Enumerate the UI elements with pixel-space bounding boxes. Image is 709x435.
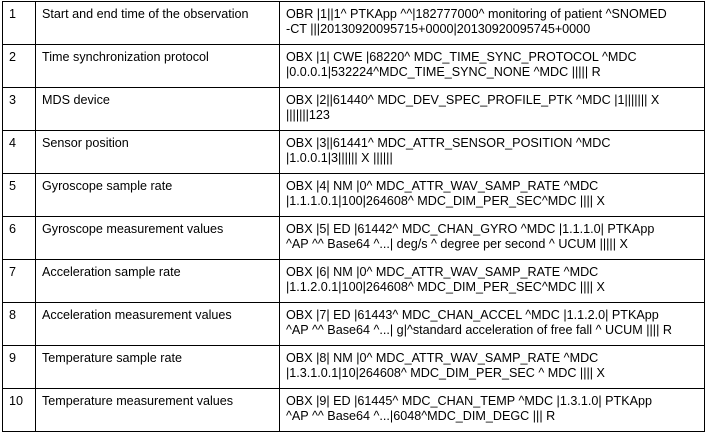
row-description: Temperature sample rate <box>35 345 280 389</box>
row-number: 2 <box>2 44 36 88</box>
table-row: 6 Gyroscope measurement values OBX |5| E… <box>2 216 705 260</box>
row-description: Start and end time of the observation <box>35 1 280 45</box>
message-line: OBX |9| ED |61445^ MDC_CHAN_TEMP ^MDC |1… <box>286 394 653 408</box>
row-message: OBX |4| NM |0^ MDC_ATTR_WAV_SAMP_RATE ^M… <box>279 173 705 217</box>
message-line: |1.1.1.0.1|100|264608^ MDC_DIM_PER_SEC^M… <box>286 194 605 208</box>
message-line: ^AP ^^ Base64 ^...|6048^MDC_DIM_DEGC |||… <box>286 409 556 423</box>
row-message: OBX |1| CWE |68220^ MDC_TIME_SYNC_PROTOC… <box>279 44 705 88</box>
row-message: OBX |8| NM |0^ MDC_ATTR_WAV_SAMP_RATE ^M… <box>279 345 705 389</box>
message-line: OBX |3||61441^ MDC_ATTR_SENSOR_POSITION … <box>286 136 611 150</box>
row-message: OBX |9| ED |61445^ MDC_CHAN_TEMP ^MDC |1… <box>279 388 705 432</box>
row-description: Time synchronization protocol <box>35 44 280 88</box>
table-row: 8 Acceleration measurement values OBX |7… <box>2 302 705 346</box>
row-description: Acceleration sample rate <box>35 259 280 303</box>
message-line: |0.0.0.1|532224^MDC_TIME_SYNC_NONE ^MDC … <box>286 65 601 79</box>
row-description: MDS device <box>35 87 280 131</box>
message-line: ^AP ^^ Base64 ^...| g|^standard accelera… <box>286 323 672 337</box>
row-message: OBX |5| ED |61442^ MDC_CHAN_GYRO ^MDC |1… <box>279 216 705 260</box>
row-number: 3 <box>2 87 36 131</box>
row-number: 5 <box>2 173 36 217</box>
table-row: 9 Temperature sample rate OBX |8| NM |0^… <box>2 345 705 389</box>
message-line: ^AP ^^ Base64 ^...| deg/s ^ degree per s… <box>286 237 628 251</box>
row-message: OBR |1||1^ PTKApp ^^|182777000^ monitori… <box>279 1 705 45</box>
row-number: 6 <box>2 216 36 260</box>
row-description: Gyroscope measurement values <box>35 216 280 260</box>
message-line: |1.3.1.0.1|10|264608^ MDC_DIM_PER_SEC ^ … <box>286 366 605 380</box>
row-message: OBX |2||61440^ MDC_DEV_SPEC_PROFILE_PTK … <box>279 87 705 131</box>
message-line: -CT |||20130920095715+0000|2013092009574… <box>286 22 591 36</box>
row-message: OBX |6| NM |0^ MDC_ATTR_WAV_SAMP_RATE ^M… <box>279 259 705 303</box>
message-line: OBX |8| NM |0^ MDC_ATTR_WAV_SAMP_RATE ^M… <box>286 351 599 365</box>
table-row: 7 Acceleration sample rate OBX |6| NM |0… <box>2 259 705 303</box>
message-line: OBX |5| ED |61442^ MDC_CHAN_GYRO ^MDC |1… <box>286 222 655 236</box>
message-line: OBX |1| CWE |68220^ MDC_TIME_SYNC_PROTOC… <box>286 50 637 64</box>
row-number: 4 <box>2 130 36 174</box>
message-line: OBX |7| ED |61443^ MDC_CHAN_ACCEL ^MDC |… <box>286 308 659 322</box>
message-line: OBX |4| NM |0^ MDC_ATTR_WAV_SAMP_RATE ^M… <box>286 179 599 193</box>
message-line: OBX |2||61440^ MDC_DEV_SPEC_PROFILE_PTK … <box>286 93 660 107</box>
message-line: OBX |6| NM |0^ MDC_ATTR_WAV_SAMP_RATE ^M… <box>286 265 599 279</box>
row-description: Sensor position <box>35 130 280 174</box>
row-description: Acceleration measurement values <box>35 302 280 346</box>
row-number: 9 <box>2 345 36 389</box>
row-description: Gyroscope sample rate <box>35 173 280 217</box>
row-number: 8 <box>2 302 36 346</box>
table-row: 3 MDS device OBX |2||61440^ MDC_DEV_SPEC… <box>2 87 705 131</box>
message-line: |1.1.2.0.1|100|264608^ MDC_DIM_PER_SEC^M… <box>286 280 605 294</box>
message-line: OBR |1||1^ PTKApp ^^|182777000^ monitori… <box>286 7 667 21</box>
table-row: 1 Start and end time of the observation … <box>2 1 705 45</box>
table-row: 4 Sensor position OBX |3||61441^ MDC_ATT… <box>2 130 705 174</box>
row-description: Temperature measurement values <box>35 388 280 432</box>
message-line: |||||||123 <box>286 108 330 122</box>
row-number: 7 <box>2 259 36 303</box>
table-row: 5 Gyroscope sample rate OBX |4| NM |0^ M… <box>2 173 705 217</box>
row-number: 1 <box>2 1 36 45</box>
row-message: OBX |3||61441^ MDC_ATTR_SENSOR_POSITION … <box>279 130 705 174</box>
table-row: 10 Temperature measurement values OBX |9… <box>2 388 705 432</box>
message-line: |1.0.0.1|3|||||| X |||||| <box>286 151 393 165</box>
row-message: OBX |7| ED |61443^ MDC_CHAN_ACCEL ^MDC |… <box>279 302 705 346</box>
row-number: 10 <box>2 388 36 432</box>
table-row: 2 Time synchronization protocol OBX |1| … <box>2 44 705 88</box>
